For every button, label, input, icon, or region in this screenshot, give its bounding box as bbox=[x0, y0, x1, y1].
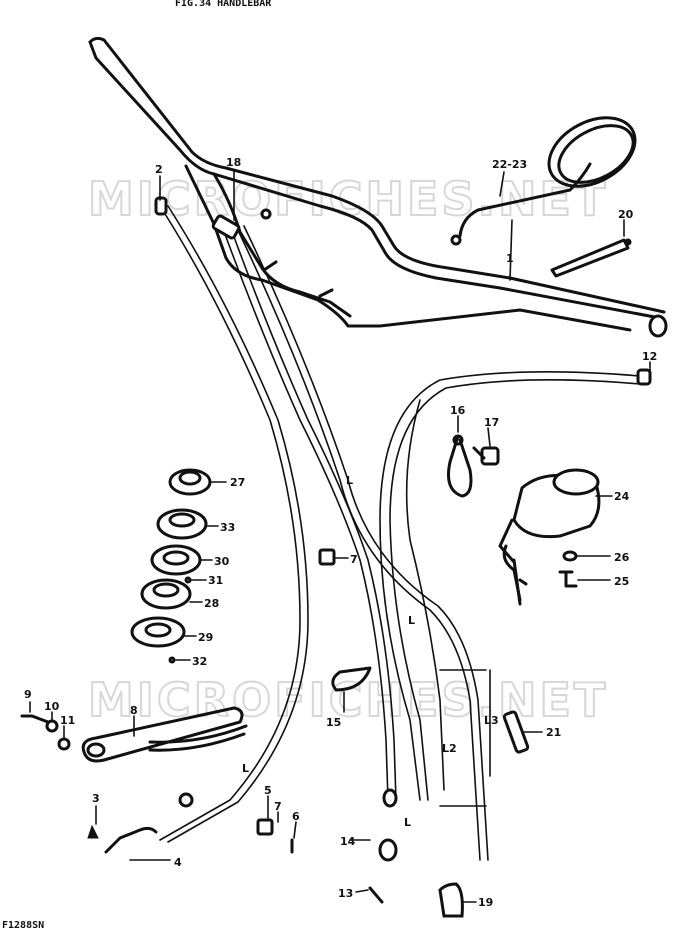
label-26: 26 bbox=[614, 551, 630, 564]
label-33: 33 bbox=[220, 521, 235, 534]
part-5-7-adjuster[interactable] bbox=[256, 818, 274, 836]
label-9: 9 bbox=[24, 688, 32, 701]
label-11: 11 bbox=[60, 714, 75, 727]
mark-l1: L bbox=[242, 762, 249, 775]
label-21: 21 bbox=[546, 726, 561, 739]
part-27-nut[interactable] bbox=[168, 468, 212, 496]
label-19: 19 bbox=[478, 896, 493, 909]
part-28-washer[interactable] bbox=[140, 578, 192, 610]
part-2-cable-end[interactable] bbox=[154, 196, 168, 216]
label-3: 3 bbox=[92, 792, 100, 805]
label-18: 18 bbox=[226, 156, 241, 169]
length-marks: L L L2 L3 L L bbox=[242, 474, 499, 829]
label-20: 20 bbox=[618, 208, 634, 221]
label-17: 17 bbox=[484, 416, 499, 429]
part-7-cable-clamp[interactable] bbox=[318, 548, 336, 566]
cable-left-long[interactable] bbox=[235, 225, 489, 861]
part-10-washer[interactable] bbox=[45, 719, 59, 733]
part-25-screw[interactable] bbox=[558, 570, 578, 588]
part-13-pin[interactable] bbox=[368, 886, 384, 904]
part-16-spring-clip[interactable] bbox=[447, 434, 473, 498]
label-5: 5 bbox=[264, 784, 272, 797]
label-29: 29 bbox=[198, 631, 213, 644]
label-24: 24 bbox=[614, 490, 630, 503]
part-11-nut[interactable] bbox=[57, 737, 71, 751]
label-16: 16 bbox=[450, 404, 466, 417]
watermark-top: MICROFICHES.NET bbox=[88, 172, 608, 226]
part-26-washer[interactable] bbox=[562, 550, 578, 562]
label-15: 15 bbox=[326, 716, 341, 729]
mirror-part-22-23[interactable] bbox=[450, 104, 647, 246]
part-17-bolt[interactable] bbox=[472, 446, 500, 466]
part-19-grip-cap[interactable] bbox=[438, 882, 464, 918]
part-3-clip[interactable] bbox=[87, 824, 99, 839]
brake-cable-right[interactable] bbox=[379, 371, 641, 801]
mark-l3: L3 bbox=[484, 714, 499, 727]
mark-l5: L bbox=[404, 816, 411, 829]
label-22-23: 22-23 bbox=[492, 158, 527, 171]
part-21-spring[interactable] bbox=[502, 710, 530, 754]
label-28: 28 bbox=[204, 597, 219, 610]
label-14: 14 bbox=[340, 835, 356, 848]
label-31: 31 bbox=[208, 574, 223, 587]
label-27: 27 bbox=[230, 476, 245, 489]
label-4: 4 bbox=[174, 856, 182, 869]
part-15-clip[interactable] bbox=[331, 666, 372, 692]
part-14-cable-end[interactable] bbox=[378, 788, 398, 862]
leader-lines bbox=[29, 169, 651, 903]
part-18-cable-guide[interactable] bbox=[211, 208, 272, 240]
part-24-ignition-switch[interactable] bbox=[498, 468, 601, 606]
label-7b: 7 bbox=[350, 553, 358, 566]
figure-code: F1288SN bbox=[2, 920, 44, 930]
label-6: 6 bbox=[292, 810, 300, 823]
mark-l2: L2 bbox=[442, 742, 457, 755]
part-8-lever-bracket[interactable] bbox=[81, 706, 248, 763]
clutch-cable-center[interactable] bbox=[221, 225, 397, 801]
label-10: 10 bbox=[44, 700, 60, 713]
label-7a: 7 bbox=[274, 800, 282, 813]
part-4-cable-adjuster[interactable] bbox=[104, 792, 194, 854]
part-32-ring[interactable] bbox=[168, 656, 176, 664]
part-33-washer[interactable] bbox=[156, 508, 208, 540]
part-12-cable-end[interactable] bbox=[636, 368, 652, 386]
part-29-washer[interactable] bbox=[130, 616, 186, 648]
part-labels: 1 2 3 4 5 6 7 7 8 9 10 11 12 13 14 15 16… bbox=[24, 156, 657, 909]
label-8: 8 bbox=[130, 704, 138, 717]
mark-l4: L bbox=[408, 614, 415, 627]
throttle-cable-left[interactable] bbox=[159, 205, 309, 843]
label-25: 25 bbox=[614, 575, 629, 588]
part-30-washer[interactable] bbox=[150, 544, 202, 576]
label-32: 32 bbox=[192, 655, 207, 668]
label-1: 1 bbox=[506, 252, 514, 265]
label-13: 13 bbox=[338, 887, 353, 900]
part-20-strap[interactable] bbox=[550, 238, 632, 278]
label-30: 30 bbox=[214, 555, 230, 568]
mark-l-main: L bbox=[346, 474, 353, 487]
label-2: 2 bbox=[155, 163, 163, 176]
part-9-bolt[interactable] bbox=[20, 714, 50, 724]
cable-inner bbox=[405, 399, 445, 791]
label-12: 12 bbox=[642, 350, 657, 363]
figure-title: FIG.34 HANDLEBAR bbox=[175, 0, 272, 9]
watermark-bottom: MICROFICHES.NET bbox=[88, 673, 608, 727]
handlebar-part-1[interactable] bbox=[88, 36, 668, 338]
